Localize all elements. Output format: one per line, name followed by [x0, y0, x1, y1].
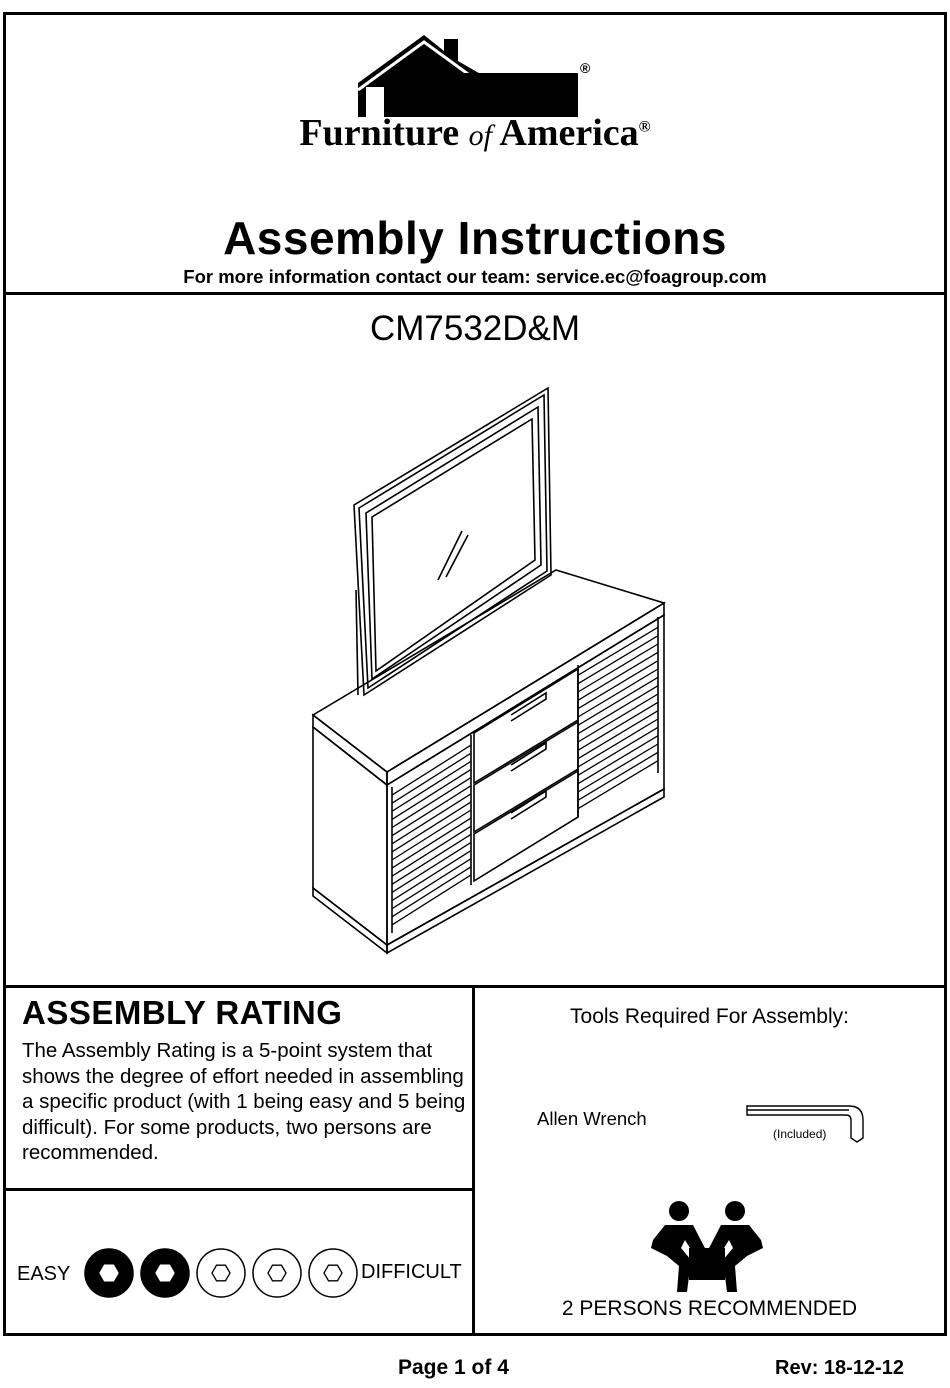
- rating-dot-5: [308, 1248, 358, 1298]
- instruction-sheet: ® Furniture of America® Assembly Instruc…: [3, 12, 947, 1336]
- rating-heading: ASSEMBLY RATING: [22, 994, 343, 1031]
- rating-dot-4: [252, 1248, 302, 1298]
- model-number: CM7532D&M: [369, 309, 581, 348]
- tools-heading: Tools Required For Assembly:: [570, 1005, 849, 1028]
- easy-label: EASY: [17, 1263, 71, 1285]
- page-title: Assembly Instructions: [223, 212, 727, 264]
- product-section: CM7532D&M: [6, 295, 944, 988]
- contact-line: For more information contact our team: s…: [183, 266, 767, 287]
- tool-name: Allen Wrench: [537, 1108, 647, 1129]
- header: ® Furniture of America® Assembly Instruc…: [6, 15, 944, 295]
- brand-name: Furniture of America®: [6, 111, 944, 155]
- difficult-label: DIFFICULT: [361, 1261, 462, 1283]
- two-persons-icon: [651, 1201, 763, 1292]
- assembly-rating-box: ASSEMBLY RATING The Assembly Rating is a…: [6, 988, 475, 1191]
- brand-word-1: Furniture: [299, 112, 460, 154]
- house-logo-icon: ®: [357, 35, 591, 117]
- svg-text:®: ®: [580, 60, 591, 76]
- tool-note: (Included): [773, 1127, 827, 1141]
- revision: Rev: 18-12-12: [775, 1357, 904, 1379]
- rating-dot-2: [140, 1248, 190, 1298]
- rating-description: The Assembly Rating is a 5-point system …: [22, 1039, 466, 1164]
- persons-recommended-label: 2 PERSONS RECOMMENDED: [561, 1297, 858, 1320]
- allen-wrench-icon: [746, 1105, 864, 1143]
- page-number: Page 1 of 4: [398, 1356, 509, 1379]
- tools-required-box: Tools Required For Assembly: Allen Wrenc…: [475, 988, 944, 1333]
- brand-word-3: America: [499, 112, 639, 154]
- rating-dots: [84, 1248, 358, 1298]
- rating-dot-1: [84, 1248, 134, 1298]
- dresser-mirror-illustration: [311, 386, 666, 955]
- brand-word-2: of: [468, 119, 492, 152]
- difficulty-scale: EASY DIFFICULT: [6, 1191, 475, 1333]
- rating-dot-3: [196, 1248, 246, 1298]
- registered-mark: ®: [638, 118, 651, 136]
